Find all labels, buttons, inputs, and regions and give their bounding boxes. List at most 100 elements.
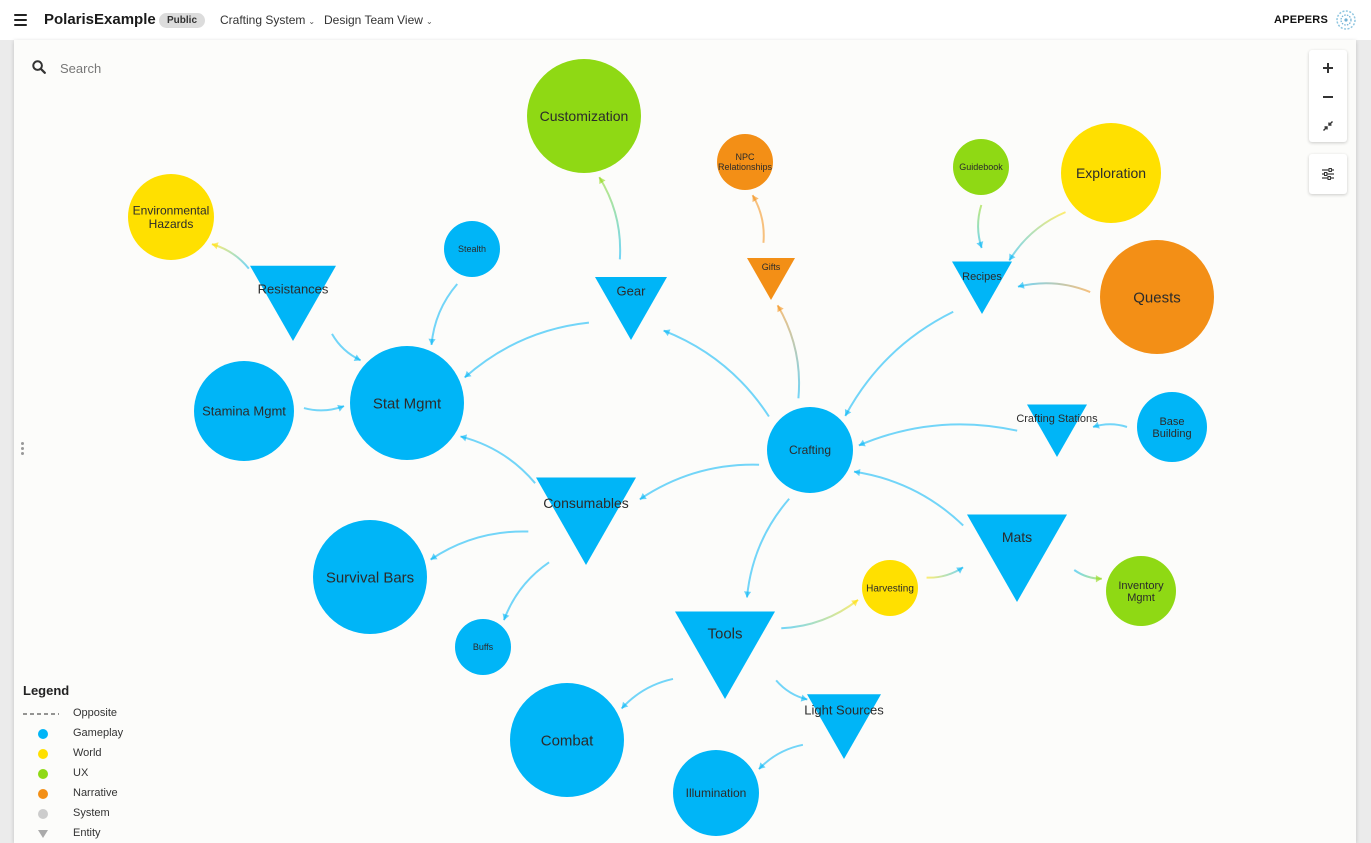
node-survival-bars[interactable]: Survival Bars bbox=[313, 520, 427, 634]
settings-button[interactable] bbox=[1309, 154, 1347, 194]
node-stat-mgmt[interactable]: Stat Mgmt bbox=[350, 346, 464, 460]
node-mats[interactable]: Mats bbox=[967, 514, 1067, 603]
brand-logo-icon[interactable] bbox=[1335, 9, 1357, 31]
edge-arrowhead bbox=[460, 434, 468, 442]
legend-marker-opposite bbox=[23, 713, 59, 715]
edge-consumables-to-survival-bars[interactable] bbox=[429, 530, 529, 561]
node-label: Mats bbox=[1002, 529, 1032, 545]
edge-crafting-stations-to-crafting[interactable] bbox=[858, 423, 1018, 447]
node-stealth[interactable]: Stealth bbox=[444, 221, 500, 277]
edge-gifts-to-npc-relationships[interactable] bbox=[751, 194, 765, 243]
node-illumination[interactable]: Illumination bbox=[673, 750, 759, 836]
legend-item-entity[interactable]: Entity bbox=[23, 824, 163, 843]
legend-item-ux[interactable]: UX bbox=[23, 764, 163, 784]
legend-item-system[interactable]: System bbox=[23, 804, 163, 824]
search-box[interactable] bbox=[32, 58, 252, 78]
node-label: Light Sources bbox=[804, 703, 884, 718]
fit-view-button[interactable] bbox=[1309, 112, 1347, 140]
edge-consumables-to-stat-mgmt[interactable] bbox=[460, 435, 536, 484]
edge-resistances-to-environmental-hazards[interactable] bbox=[211, 243, 250, 270]
node-circle bbox=[455, 619, 511, 675]
hamburger-menu-icon[interactable] bbox=[14, 14, 27, 26]
search-input[interactable] bbox=[58, 58, 242, 78]
edge-consumables-to-buffs[interactable] bbox=[502, 561, 550, 621]
node-tools[interactable]: Tools bbox=[675, 611, 775, 700]
node-quests[interactable]: Quests bbox=[1100, 240, 1214, 354]
panel-drag-handle[interactable] bbox=[21, 442, 25, 457]
node-recipes[interactable]: Recipes bbox=[952, 261, 1012, 315]
edge-recipes-to-crafting[interactable] bbox=[844, 310, 954, 417]
node-harvesting[interactable]: Harvesting bbox=[862, 560, 918, 616]
node-guidebook[interactable]: Guidebook bbox=[953, 139, 1009, 195]
node-crafting-stations[interactable]: Crafting Stations bbox=[1016, 404, 1098, 458]
legend-marker-world bbox=[38, 749, 48, 759]
edge-tools-to-combat[interactable] bbox=[620, 677, 674, 710]
edge-crafting-to-tools[interactable] bbox=[746, 498, 790, 598]
node-light-sources[interactable]: Light Sources bbox=[804, 694, 884, 759]
node-customization[interactable]: Customization bbox=[527, 59, 641, 173]
edge-tools-to-harvesting[interactable] bbox=[781, 599, 859, 630]
legend-label: Entity bbox=[73, 827, 101, 839]
view-dropdown[interactable]: Design Team View⌄ bbox=[324, 13, 433, 27]
edge-arrowhead bbox=[428, 338, 436, 345]
edge-arrowhead bbox=[337, 404, 345, 412]
node-circle bbox=[527, 59, 641, 173]
node-label: Gear bbox=[617, 284, 647, 299]
node-circle bbox=[1137, 392, 1207, 462]
legend-marker-ux bbox=[38, 769, 48, 779]
legend-item-world[interactable]: World bbox=[23, 744, 163, 764]
legend-item-narrative[interactable]: Narrative bbox=[23, 784, 163, 804]
node-label: Resistances bbox=[258, 282, 329, 297]
node-consumables[interactable]: Consumables bbox=[536, 477, 636, 566]
node-gear[interactable]: Gear bbox=[595, 277, 667, 340]
legend-item-opposite[interactable]: Opposite bbox=[23, 704, 163, 724]
edge-light-sources-to-illumination[interactable] bbox=[758, 743, 804, 770]
zoom-in-button[interactable] bbox=[1309, 54, 1347, 82]
legend-marker-system bbox=[38, 809, 48, 819]
node-combat[interactable]: Combat bbox=[510, 683, 624, 797]
minus-icon bbox=[1323, 96, 1333, 98]
node-label: Quests bbox=[1133, 289, 1181, 306]
node-label: Buffs bbox=[473, 642, 494, 652]
node-circle bbox=[510, 683, 624, 797]
plus-icon bbox=[1323, 63, 1333, 73]
node-resistances[interactable]: Resistances bbox=[250, 265, 336, 341]
node-buffs[interactable]: Buffs bbox=[455, 619, 511, 675]
edge-gear-to-stat-mgmt[interactable] bbox=[463, 321, 590, 379]
edge-arrowhead bbox=[211, 242, 219, 250]
edge-arrowhead bbox=[1009, 253, 1016, 261]
node-circle bbox=[194, 361, 294, 461]
app-title[interactable]: PolarisExample bbox=[44, 11, 156, 28]
edge-crafting-to-gifts[interactable] bbox=[776, 304, 801, 399]
zoom-out-button[interactable] bbox=[1309, 83, 1347, 111]
edge-quests-to-recipes[interactable] bbox=[1017, 282, 1091, 293]
zoom-controls bbox=[1309, 50, 1347, 142]
node-exploration[interactable]: Exploration bbox=[1061, 123, 1161, 223]
legend-item-gameplay[interactable]: Gameplay bbox=[23, 724, 163, 744]
edge-mats-to-crafting[interactable] bbox=[853, 470, 964, 527]
node-label: Stamina Mgmt bbox=[202, 404, 286, 419]
node-triangle bbox=[536, 477, 636, 565]
edge-stealth-to-stat-mgmt[interactable] bbox=[430, 283, 458, 346]
node-stamina-mgmt[interactable]: Stamina Mgmt bbox=[194, 361, 294, 461]
node-crafting[interactable]: Crafting bbox=[767, 407, 853, 493]
edge-guidebook-to-recipes[interactable] bbox=[977, 204, 983, 249]
edge-crafting-to-consumables[interactable] bbox=[639, 463, 760, 501]
node-label: Stealth bbox=[458, 244, 486, 254]
legend-label: World bbox=[73, 747, 102, 759]
project-dropdown[interactable]: Crafting System⌄ bbox=[220, 13, 315, 27]
edge-crafting-to-gear[interactable] bbox=[663, 329, 770, 418]
edge-gear-to-customization[interactable] bbox=[598, 176, 622, 260]
node-gifts[interactable]: Gifts bbox=[747, 258, 795, 300]
edge-exploration-to-recipes[interactable] bbox=[1008, 211, 1066, 262]
